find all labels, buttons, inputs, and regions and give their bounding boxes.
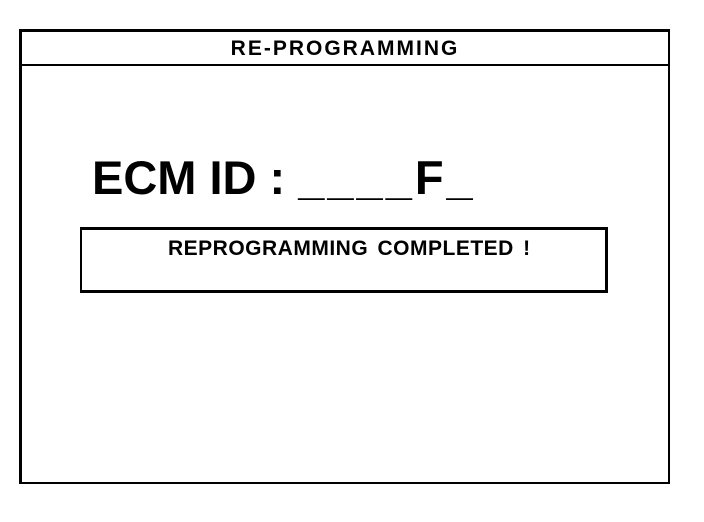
- title-bar: RE-PROGRAMMING: [22, 32, 668, 66]
- ecm-id-value: ____F_: [298, 151, 476, 204]
- status-message: REPROGRAMMING COMPLETED !: [168, 237, 531, 260]
- status-message-box: REPROGRAMMING COMPLETED !: [80, 227, 608, 293]
- screen-title: RE-PROGRAMMING: [230, 37, 460, 60]
- ecm-id-row: ECM ID : ____F_: [92, 148, 476, 208]
- reprogramming-screen: RE-PROGRAMMING ECM ID : ____F_ REPROGRAM…: [19, 29, 670, 484]
- ecm-id-label: ECM ID :: [92, 151, 286, 204]
